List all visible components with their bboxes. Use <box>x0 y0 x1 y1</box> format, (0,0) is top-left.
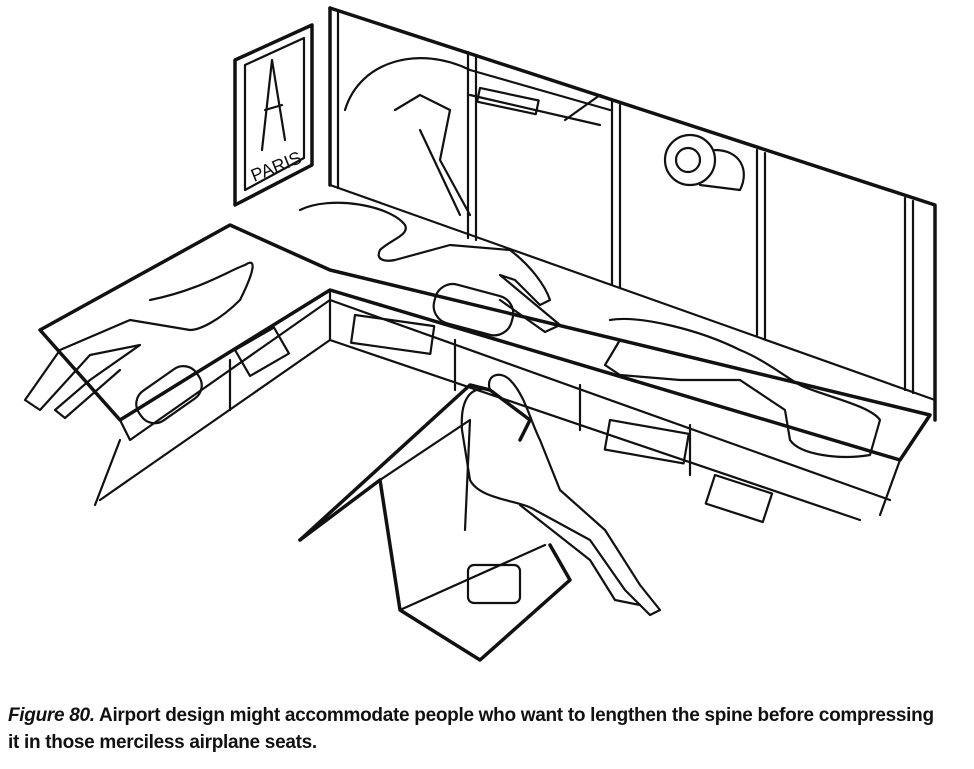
airport-lounge-illustration: PARIS <box>23 6 937 662</box>
figure-caption: Figure 80. Airport design might accommod… <box>8 702 948 756</box>
window-wall <box>328 6 937 422</box>
poster-text: PARIS <box>248 147 304 185</box>
people-lying <box>23 201 882 458</box>
luggage <box>135 282 774 605</box>
lounge-benches <box>38 223 932 522</box>
paris-poster: PARIS <box>233 23 314 207</box>
figure-label: Figure 80. <box>8 705 95 726</box>
airplane <box>343 57 745 217</box>
caption-text: Airport design might accommodate people … <box>8 705 934 753</box>
sitting-woman-seat <box>298 373 662 662</box>
